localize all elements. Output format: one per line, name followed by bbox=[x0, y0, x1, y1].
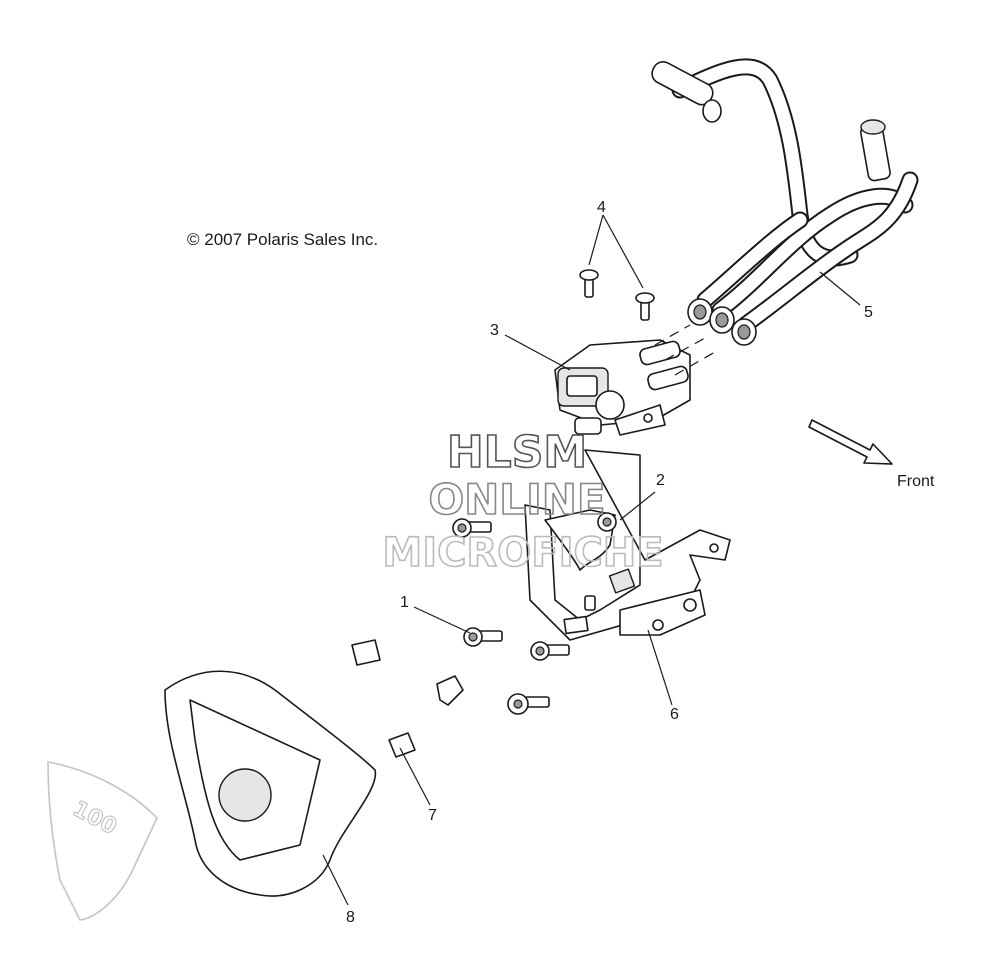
callout-6: 6 bbox=[670, 706, 679, 723]
front-label: Front bbox=[897, 473, 935, 490]
alignment-line bbox=[664, 337, 706, 361]
leader-line bbox=[619, 491, 656, 521]
callout-7: 7 bbox=[428, 807, 437, 824]
control-valve bbox=[554, 339, 691, 436]
callout-4: 4 bbox=[597, 199, 606, 216]
leader-line bbox=[602, 214, 644, 289]
badge-outline: 100 bbox=[47, 761, 158, 921]
callout-1: 1 bbox=[400, 594, 409, 611]
watermark-line-2: ONLINE bbox=[428, 475, 605, 524]
watermark-line-3: MICROFICHE bbox=[382, 530, 663, 576]
copyright-text: © 2007 Polaris Sales Inc. bbox=[187, 230, 378, 249]
leader-line bbox=[504, 334, 571, 371]
screw-pair bbox=[579, 269, 655, 321]
watermark: HLSM ONLINE MICROFICHE bbox=[382, 426, 665, 577]
leader-line bbox=[647, 629, 673, 706]
leader-line bbox=[588, 214, 604, 266]
callout-5: 5 bbox=[864, 304, 873, 321]
alignment-line bbox=[654, 324, 691, 346]
leader-line bbox=[399, 747, 431, 806]
callout-2: 2 bbox=[656, 472, 665, 489]
leader-line bbox=[819, 271, 861, 306]
front-arrow: Front bbox=[808, 419, 935, 490]
leader-line bbox=[413, 606, 471, 634]
callout-3: 3 bbox=[490, 322, 499, 339]
bolt-set bbox=[452, 518, 570, 715]
clip bbox=[597, 512, 617, 532]
push-nut-set bbox=[351, 639, 464, 758]
callout-8: 8 bbox=[346, 909, 355, 926]
hose-assembly bbox=[651, 58, 919, 346]
badge-text: 100 bbox=[68, 797, 120, 841]
alignment-line bbox=[674, 351, 716, 376]
leader-line bbox=[322, 854, 349, 906]
mounting-bracket bbox=[524, 449, 731, 641]
bezel bbox=[164, 670, 377, 897]
watermark-line-1: HLSM bbox=[447, 427, 587, 478]
